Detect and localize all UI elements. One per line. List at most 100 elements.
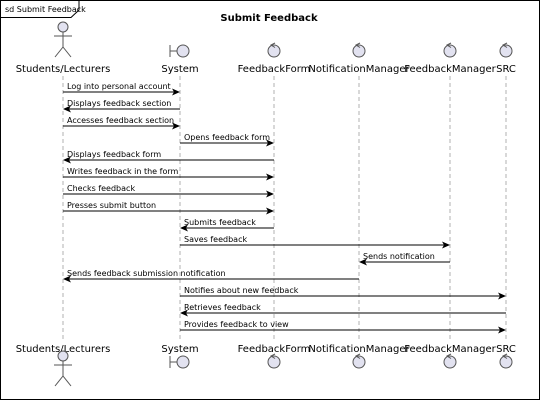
control-arrow-notificationmanager-top (354, 42, 361, 48)
arrowhead-icon (180, 224, 188, 232)
lifelines (62, 76, 507, 342)
message-label: Submits feedback (184, 218, 256, 227)
message-1: Log into personal account (63, 82, 180, 96)
arrowhead-icon (359, 258, 367, 266)
message-label: Sends feedback submission notification (67, 269, 226, 278)
participant-name-feedbackmanager-top: FeedbackManager (404, 64, 496, 75)
message-label: Retrieves feedback (184, 303, 261, 312)
arrowhead-icon (172, 122, 180, 130)
control-arrow-notificationmanager-bottom (354, 353, 361, 359)
participant-system-top: System (161, 44, 199, 75)
participant-name-students-bottom: Students/Lecturers (16, 344, 111, 355)
participant-name-system-bottom: System (161, 344, 198, 355)
message-label: Notifies about new feedback (184, 286, 299, 295)
participant-feedbackmanager-bottom: FeedbackManager (404, 344, 497, 369)
participant-name-notificationmanager-top: NotificationManager (308, 64, 410, 75)
actor-right-leg-students-top (62, 46, 72, 58)
participant-feedbackmanager-top: FeedbackManager (404, 42, 497, 75)
message-14: Retrieves feedback (180, 303, 506, 317)
message-11: Sends notification (359, 252, 450, 266)
message-label: Displays feedback section (67, 99, 171, 108)
participants: Students/LecturersStudents/LecturersSyst… (16, 21, 516, 387)
control-circle-src-top (499, 44, 513, 58)
message-label: Checks feedback (67, 184, 135, 193)
control-circle-feedbackform-top (267, 44, 281, 58)
control-arrow-src-bottom (501, 353, 508, 359)
participant-name-src-bottom: SRC (496, 344, 516, 355)
arrowhead-icon (63, 156, 71, 164)
participant-name-src-top: SRC (496, 64, 516, 75)
message-5: Displays feedback form (63, 150, 274, 164)
participant-name-feedbackform-bottom: FeedbackForm (238, 344, 311, 355)
message-label: Writes feedback in the form (67, 167, 178, 176)
message-label: Displays feedback form (67, 150, 161, 159)
participant-feedbackform-top: FeedbackForm (238, 42, 311, 75)
arrowhead-icon (498, 292, 506, 300)
message-8: Presses submit button (63, 201, 274, 215)
control-arrow-feedbackform-bottom (269, 353, 276, 359)
participant-notificationmanager-bottom: NotificationManager (308, 344, 410, 369)
arrowhead-icon (498, 326, 506, 334)
message-label: Opens feedback form (184, 133, 270, 142)
arrowhead-icon (266, 139, 274, 147)
diagram-title: Submit Feedback (220, 13, 318, 24)
participant-name-students-top: Students/Lecturers (16, 64, 111, 75)
participant-feedbackform-bottom: FeedbackForm (238, 344, 311, 369)
boundary-circle-system-top (176, 44, 190, 58)
message-label: Accesses feedback section (67, 116, 174, 125)
frame-tab (0, 0, 80, 18)
actor-left-leg-students-bottom (54, 375, 64, 387)
participant-name-feedbackform-top: FeedbackForm (238, 64, 311, 75)
frame-label: sd Submit Feedback (5, 5, 86, 14)
message-label: Sends notification (363, 252, 435, 261)
boundary-circle-system-bottom (176, 355, 190, 369)
arrowhead-icon (266, 173, 274, 181)
message-6: Writes feedback in the form (63, 167, 274, 181)
message-10: Saves feedback (180, 235, 450, 249)
actor-right-leg-students-bottom (62, 375, 72, 387)
control-circle-feedbackmanager-bottom (443, 355, 457, 369)
arrowhead-icon (442, 241, 450, 249)
participant-students-bottom: Students/Lecturers (16, 344, 111, 387)
control-arrow-src-top (501, 42, 508, 48)
message-3: Accesses feedback section (63, 116, 180, 130)
arrowhead-icon (266, 207, 274, 215)
arrowhead-icon (172, 88, 180, 96)
participant-notificationmanager-top: NotificationManager (308, 42, 410, 75)
control-circle-notificationmanager-bottom (352, 355, 366, 369)
message-12: Sends feedback submission notification (63, 269, 359, 283)
participant-students-top: Students/Lecturers (16, 21, 111, 75)
message-7: Checks feedback (63, 184, 274, 198)
arrowhead-icon (63, 105, 71, 113)
participant-src-bottom: SRC (496, 344, 516, 369)
message-13: Notifies about new feedback (180, 286, 506, 300)
actor-head-students-bottom (57, 350, 69, 362)
control-arrow-feedbackform-top (269, 42, 276, 48)
control-arrow-feedbackmanager-top (445, 42, 452, 48)
participant-src-top: SRC (496, 42, 516, 75)
message-4: Opens feedback form (180, 133, 274, 147)
control-circle-feedbackmanager-top (443, 44, 457, 58)
message-label: Provides feedback to view (184, 320, 289, 329)
arrowhead-icon (63, 275, 71, 283)
arrowhead-icon (180, 309, 188, 317)
actor-left-leg-students-top (54, 46, 64, 58)
message-9: Submits feedback (180, 218, 274, 232)
participant-name-notificationmanager-bottom: NotificationManager (308, 344, 410, 355)
control-circle-src-bottom (499, 355, 513, 369)
control-arrow-feedbackmanager-bottom (445, 353, 452, 359)
message-label: Saves feedback (184, 235, 247, 244)
arrowhead-icon (266, 190, 274, 198)
participant-name-feedbackmanager-bottom: FeedbackManager (404, 344, 496, 355)
message-2: Displays feedback section (63, 99, 180, 113)
control-circle-feedbackform-bottom (267, 355, 281, 369)
message-15: Provides feedback to view (180, 320, 506, 334)
participant-system-bottom: System (161, 344, 199, 369)
message-label: Log into personal account (67, 82, 171, 91)
participant-name-system-top: System (161, 64, 198, 75)
actor-head-students-top (57, 21, 69, 33)
control-circle-notificationmanager-top (352, 44, 366, 58)
